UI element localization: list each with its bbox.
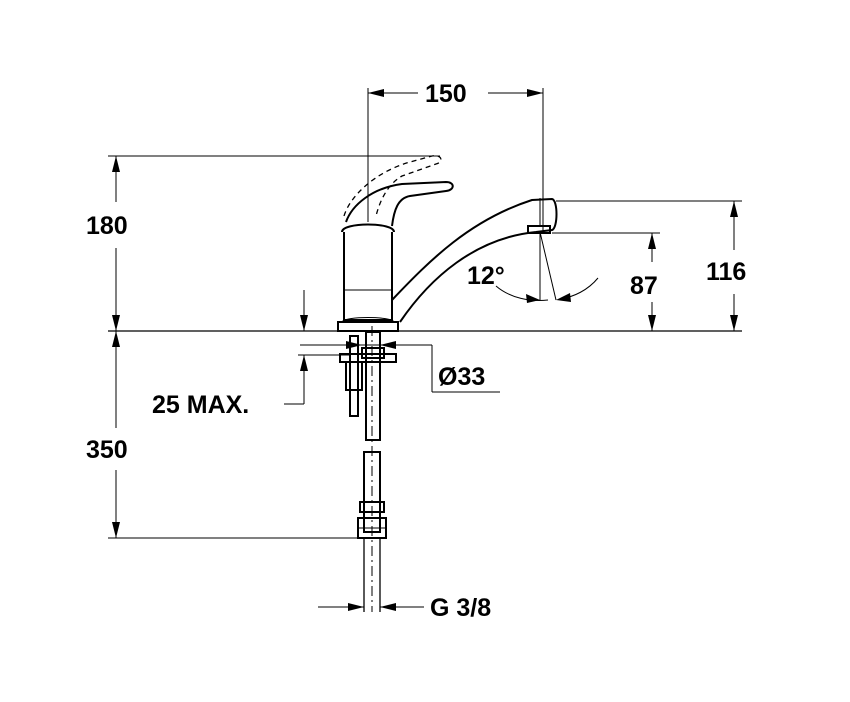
label-outlet-height: 87 (630, 272, 658, 300)
label-connection-thread: G 3/8 (430, 594, 491, 622)
dim-spout-height (556, 200, 742, 331)
label-max-thickness: 25 MAX. (152, 391, 249, 419)
dim-outlet-height (552, 232, 660, 331)
label-hole-diameter: Ø33 (438, 363, 485, 391)
label-total-height: 180 (86, 212, 128, 240)
mounting-assembly (339, 326, 397, 612)
faucet-body (337, 180, 558, 332)
dim-hole-diameter (300, 341, 500, 393)
dim-connection-thread (318, 603, 424, 611)
label-spout-height: 116 (706, 258, 746, 286)
dim-max-thickness (284, 290, 350, 405)
dim-total-height (108, 155, 440, 331)
dim-spout-reach (367, 88, 544, 232)
label-hose-length: 350 (86, 436, 128, 464)
dim-spout-angle (495, 231, 599, 303)
dim-hose-length (108, 331, 364, 539)
label-spout-reach: 150 (425, 80, 467, 108)
lever-open-position (343, 155, 442, 217)
label-spout-angle: 12° (467, 262, 505, 290)
